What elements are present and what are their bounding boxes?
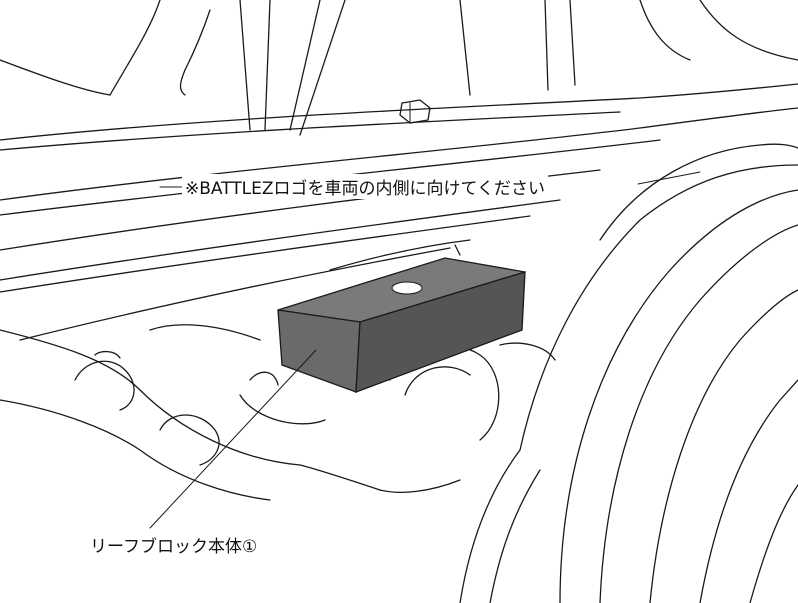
tire [459, 143, 798, 603]
leader-lines [149, 171, 701, 529]
orientation-note-label: ※BATTLEZロゴを車両の内側に向けてください [182, 174, 549, 199]
nut-icon [399, 99, 431, 124]
axle-housing [0, 239, 556, 501]
leaf-block-icon [277, 257, 526, 393]
leaf-block-label: リーフブロック本体① [90, 537, 258, 557]
body-panel [0, 0, 798, 136]
